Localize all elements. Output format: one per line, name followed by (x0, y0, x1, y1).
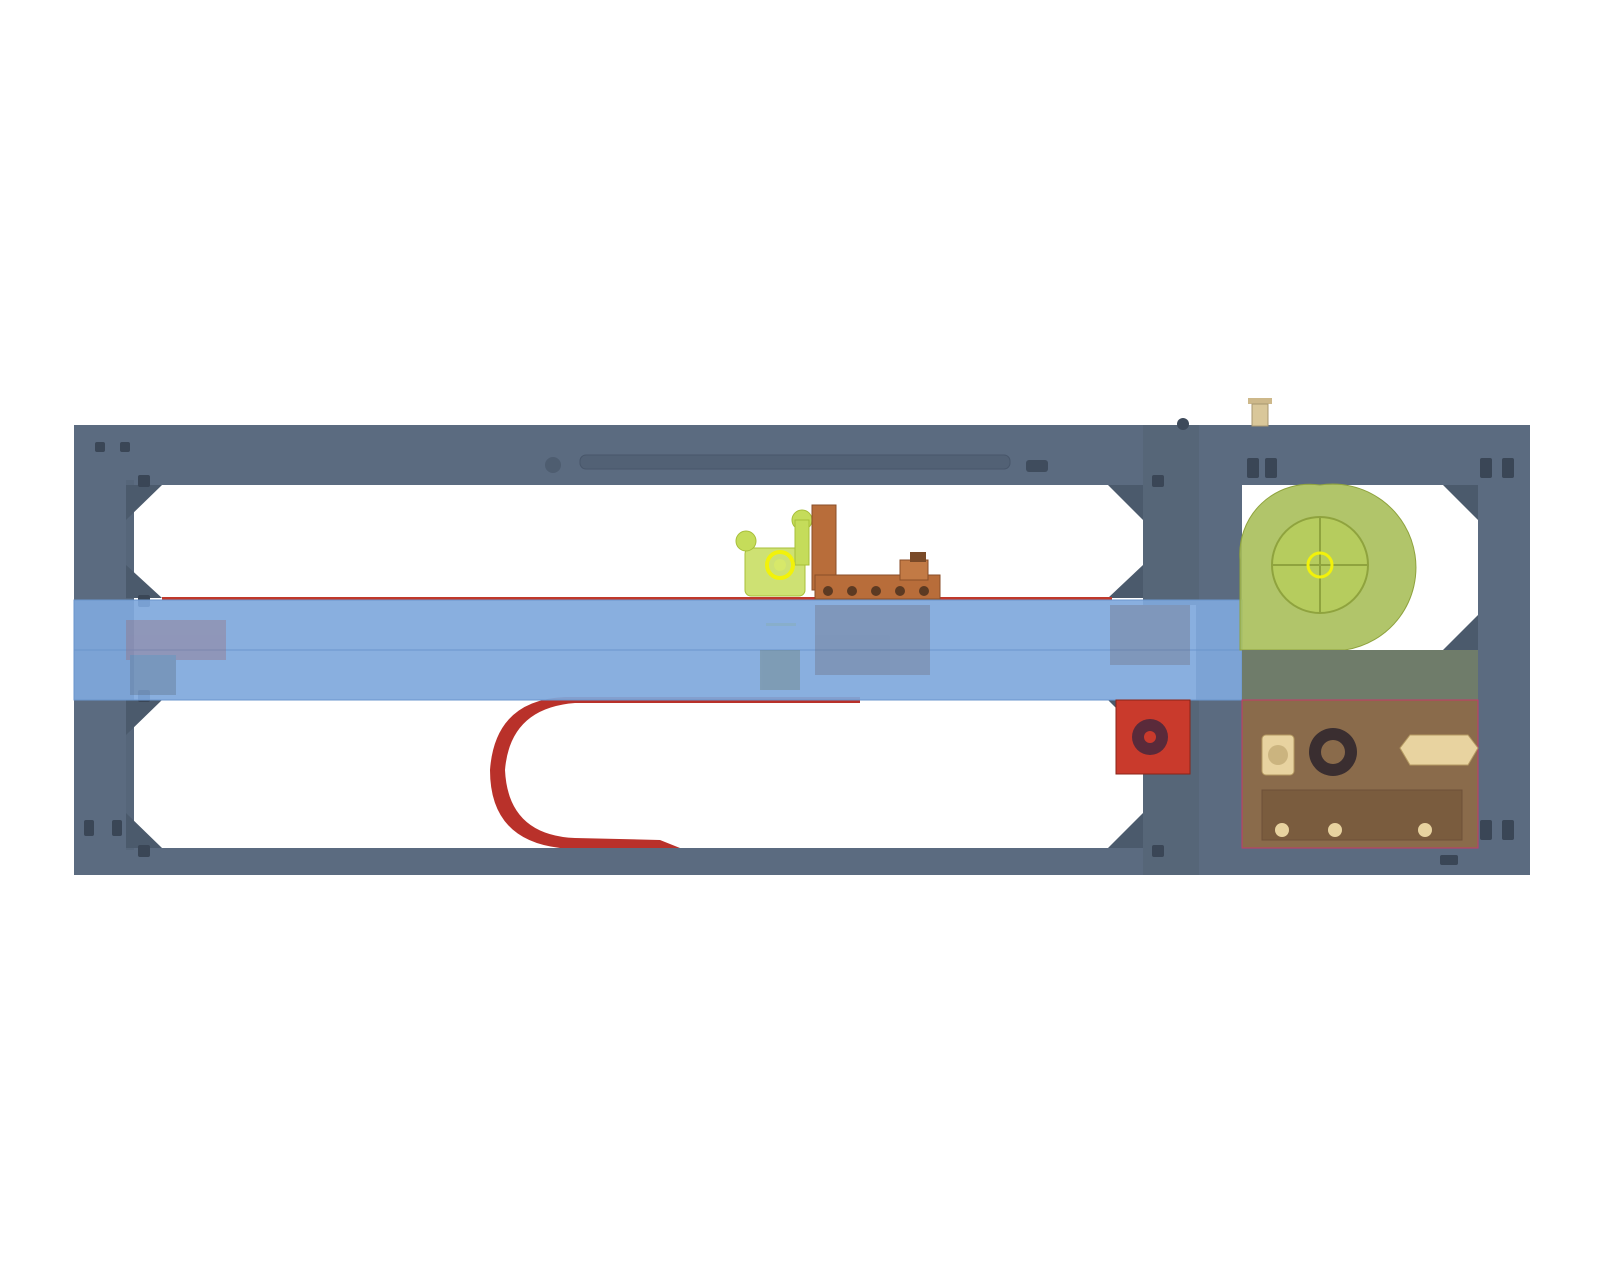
top-cap-icon (1177, 418, 1189, 430)
power-socket-icon (1399, 734, 1479, 766)
corner-gusset (126, 700, 162, 735)
toolhead (735, 509, 813, 626)
corner-gusset (126, 813, 162, 848)
top-rod (579, 454, 1011, 470)
frame-bottom-bar (74, 848, 1530, 875)
linear-rail (162, 597, 1112, 600)
corner-gusset (126, 565, 162, 598)
stepper-motor (1115, 699, 1191, 775)
rod-end-left (545, 457, 561, 473)
beam-shadow-parts (126, 605, 1190, 695)
corner-gusset (1108, 565, 1143, 598)
rod-clamp-right (1026, 460, 1048, 472)
top-fitting-icon (1248, 398, 1272, 427)
corner-gusset (1108, 813, 1143, 848)
corner-gusset (1108, 485, 1143, 520)
corner-gusset (1443, 615, 1478, 650)
corner-gusset (126, 485, 162, 520)
nozzle-ring-icon (765, 550, 795, 580)
corner-gusset (1443, 485, 1478, 520)
blower-fan (1239, 483, 1417, 651)
electronics-box (1241, 650, 1479, 849)
cable-chain (490, 697, 860, 848)
carriage (811, 504, 941, 600)
frame-right-column (1478, 425, 1530, 875)
frame-upper-block (1143, 425, 1199, 605)
